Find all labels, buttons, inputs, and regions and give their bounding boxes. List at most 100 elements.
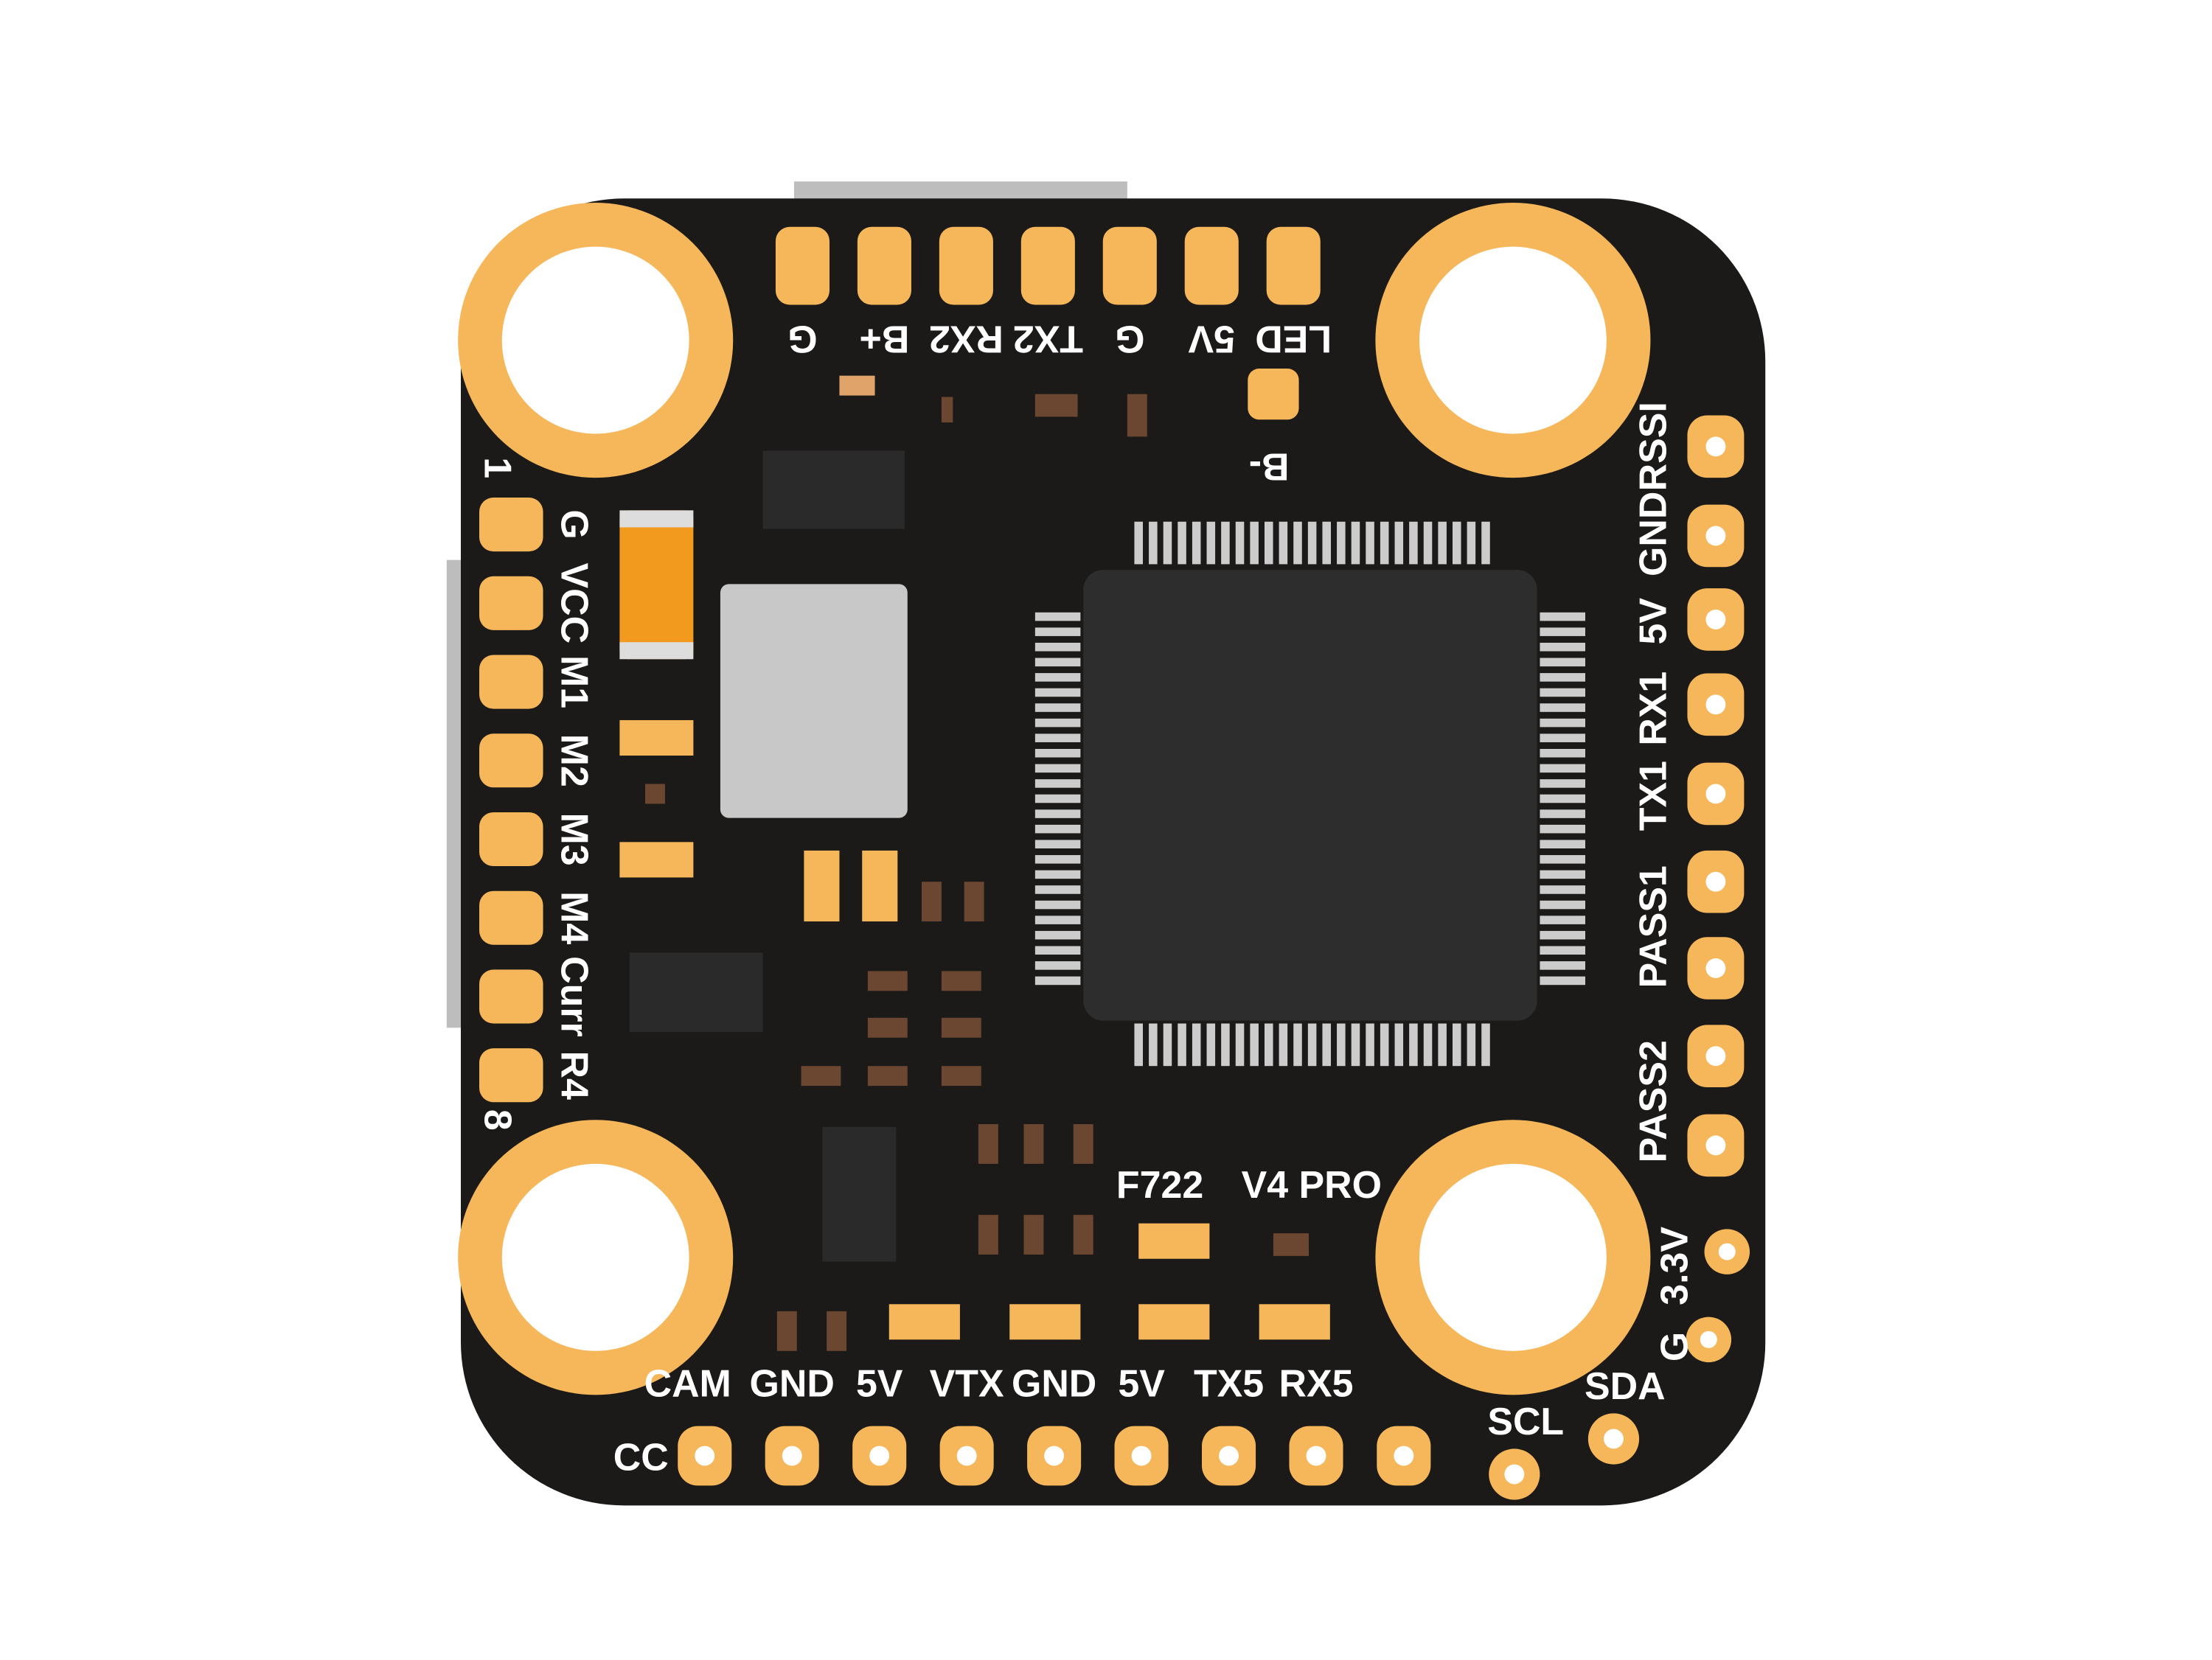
mcu-pin [1481, 521, 1490, 565]
pad-label: GND [1012, 1362, 1096, 1405]
pad-label: 5V [856, 1362, 903, 1405]
solder-pad [939, 226, 993, 305]
pad-label: M4 [553, 891, 596, 944]
model-label: F722 [1116, 1164, 1203, 1207]
mcu-pin [1540, 916, 1585, 924]
mcu-pin [1034, 733, 1081, 742]
mcu-pin [1034, 916, 1081, 924]
mcu-pin [1034, 779, 1081, 788]
pad-label: SCL [1487, 1401, 1564, 1443]
mcu-pin [1034, 840, 1081, 848]
mcu-pin [1034, 930, 1081, 940]
mcu-pin [1034, 673, 1081, 682]
mcu-pin [1293, 521, 1302, 565]
solder-pad [1266, 226, 1321, 305]
pad-label: Curr [553, 956, 596, 1037]
mcu-pin [1034, 824, 1081, 834]
mcu-pin [1409, 521, 1418, 565]
pad-label: RX2 [929, 317, 1004, 360]
pad-label: 3.3V [1653, 1227, 1696, 1305]
pad-hole [1705, 784, 1726, 804]
mcu-body [1083, 570, 1537, 1021]
pad-label: B+ [860, 317, 910, 360]
mcu-pin [1034, 870, 1081, 879]
mcu-pin [1380, 521, 1389, 565]
pad-label: GND [750, 1362, 835, 1405]
mcu-pin [1540, 976, 1585, 986]
mcu-pin [1438, 1023, 1447, 1067]
mcu-pin [1163, 1023, 1172, 1067]
pad-hole [1219, 1445, 1239, 1466]
mcu-pin [1337, 1023, 1346, 1067]
mcu-pin [1034, 946, 1081, 955]
mcu-pin [1366, 1023, 1374, 1067]
pad-hole [1700, 1331, 1717, 1348]
mcu-pin [1540, 824, 1585, 834]
mcu-pin [1467, 521, 1476, 565]
mcu-pin [1134, 1023, 1143, 1067]
mcu-pin [1163, 521, 1172, 565]
mcu-pin [1337, 521, 1346, 565]
pad-label: G [1653, 1332, 1696, 1361]
pad-label: TX2 [1013, 317, 1083, 360]
mcu-pin [1423, 521, 1433, 565]
pad-hole [695, 1445, 715, 1466]
pad-hole [1705, 436, 1726, 457]
pad-label: GND [1632, 492, 1675, 576]
mcu-pin [1380, 1023, 1389, 1067]
mcu-pin [1453, 1023, 1461, 1067]
mounting-hole [501, 246, 689, 434]
mcu-pin [1034, 976, 1081, 986]
mcu-pin [1149, 1023, 1158, 1067]
mcu-pin [1034, 627, 1081, 636]
pad-label: G [1115, 317, 1144, 360]
pad-label: 5V [1632, 598, 1675, 645]
pad-hole [1504, 1464, 1525, 1485]
mcu-chip [1034, 521, 1585, 1067]
pad-label: M1 [553, 655, 596, 708]
pad-label: 5V [1188, 317, 1235, 360]
mcu-pin [1540, 642, 1585, 652]
mcu-pin [1279, 1023, 1288, 1067]
pad-hole [1705, 958, 1726, 978]
pad-label: G [553, 509, 596, 539]
pad-label: TX5 [1194, 1362, 1264, 1405]
solder-pad [479, 733, 543, 788]
mcu-pin [1540, 612, 1585, 621]
mcu-pin [1540, 764, 1585, 773]
mcu-pin [1394, 1023, 1404, 1067]
mcu-pin [1265, 1023, 1273, 1067]
mcu-pin [1409, 1023, 1418, 1067]
mounting-hole [501, 1163, 689, 1351]
mcu-pin [1034, 612, 1081, 621]
mcu-pin [1034, 900, 1081, 910]
pad-label: G [787, 317, 817, 360]
pad-label: PASS2 [1632, 1040, 1675, 1162]
mcu-pin [1206, 521, 1216, 565]
mcu-pin [1235, 1023, 1245, 1067]
mcu-pin [1540, 794, 1585, 803]
pad-hole [869, 1445, 890, 1466]
mcu-pin [1192, 1023, 1201, 1067]
pad-label: M2 [553, 734, 596, 787]
mounting-hole [1419, 1163, 1607, 1351]
mcu-pin [1134, 521, 1143, 565]
pad-label: VCC [553, 563, 596, 644]
mcu-pin [1279, 521, 1288, 565]
mcu-pin [1293, 1023, 1302, 1067]
pad-hole [1394, 1445, 1414, 1466]
mcu-pin [1192, 521, 1201, 565]
pad-hole [1705, 1135, 1726, 1156]
pad-hole [782, 1445, 802, 1466]
mcu-pin [1250, 1023, 1259, 1067]
mcu-pin [1540, 840, 1585, 848]
mcu-pin [1438, 521, 1447, 565]
mcu-pin [1206, 1023, 1216, 1067]
mcu-pin [1034, 642, 1081, 652]
pad-hole [1705, 609, 1726, 630]
mcu-pin [1540, 627, 1585, 636]
pad-hole [1705, 871, 1726, 892]
mcu-pin [1250, 521, 1259, 565]
pad-hole [1306, 1445, 1326, 1466]
